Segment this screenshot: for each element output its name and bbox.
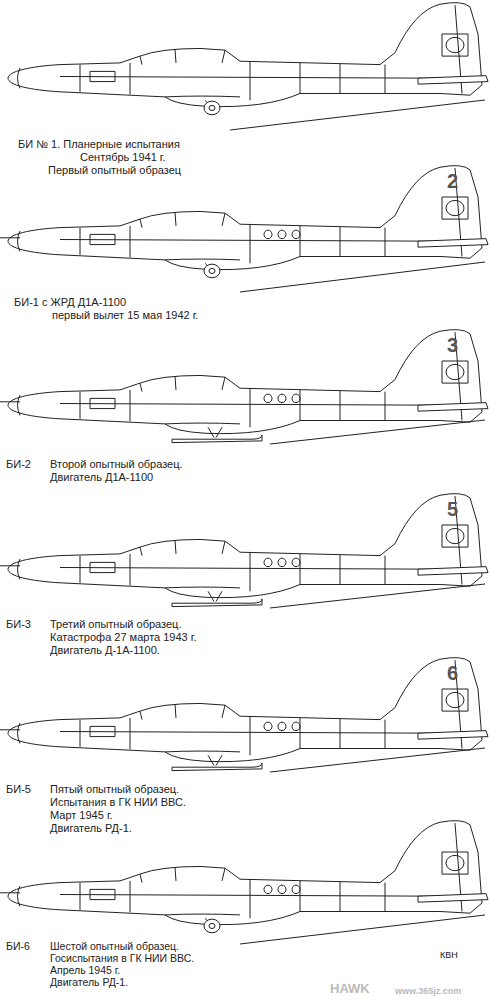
caption: Двигатель Д1А-1100 — [50, 471, 153, 484]
caption: Второй опытный образец. — [50, 458, 183, 471]
caption: БИ-3 — [6, 618, 31, 631]
caption: Испытания в ГК НИИ ВВС. — [50, 796, 186, 809]
caption: Шестой опытный образец. — [50, 940, 179, 952]
caption: БИ-6 — [6, 940, 30, 952]
caption: БИ-5 — [6, 783, 31, 796]
tail-number: 6 — [447, 662, 458, 685]
signature: КВН — [440, 950, 458, 960]
caption: БИ № 1. Планерные испытания — [18, 138, 180, 151]
caption: Госиспытания в ГК НИИ ВВС. — [50, 952, 194, 964]
caption: первый вылет 15 мая 1942 г. — [52, 309, 198, 322]
caption: Сентябрь 1941 г. — [80, 151, 166, 164]
caption: Третий опытный образец. — [50, 618, 181, 631]
caption: БИ-2 — [6, 458, 31, 471]
caption: Пятый опытный образец. — [50, 783, 179, 796]
tail-number: 5 — [447, 498, 458, 521]
caption: Апрель 1945 г. — [50, 964, 120, 976]
tail-number: 3 — [447, 334, 458, 357]
caption: Первый опытный образец — [48, 164, 181, 177]
caption: БИ-1 с ЖРД Д1А-1100 — [14, 296, 126, 309]
caption: Двигатель РД-1. — [50, 976, 128, 988]
watermark: www.365jz.com — [395, 986, 461, 996]
caption: Март 1945 г. — [50, 809, 113, 822]
caption: Двигатель РД-1. — [50, 822, 132, 835]
caption: Двигатель Д-1А-1100. — [50, 644, 160, 657]
watermark: HAWK — [330, 982, 370, 997]
caption: Катастрофа 27 марта 1943 г. — [50, 631, 197, 644]
tail-number: 2 — [447, 170, 458, 193]
